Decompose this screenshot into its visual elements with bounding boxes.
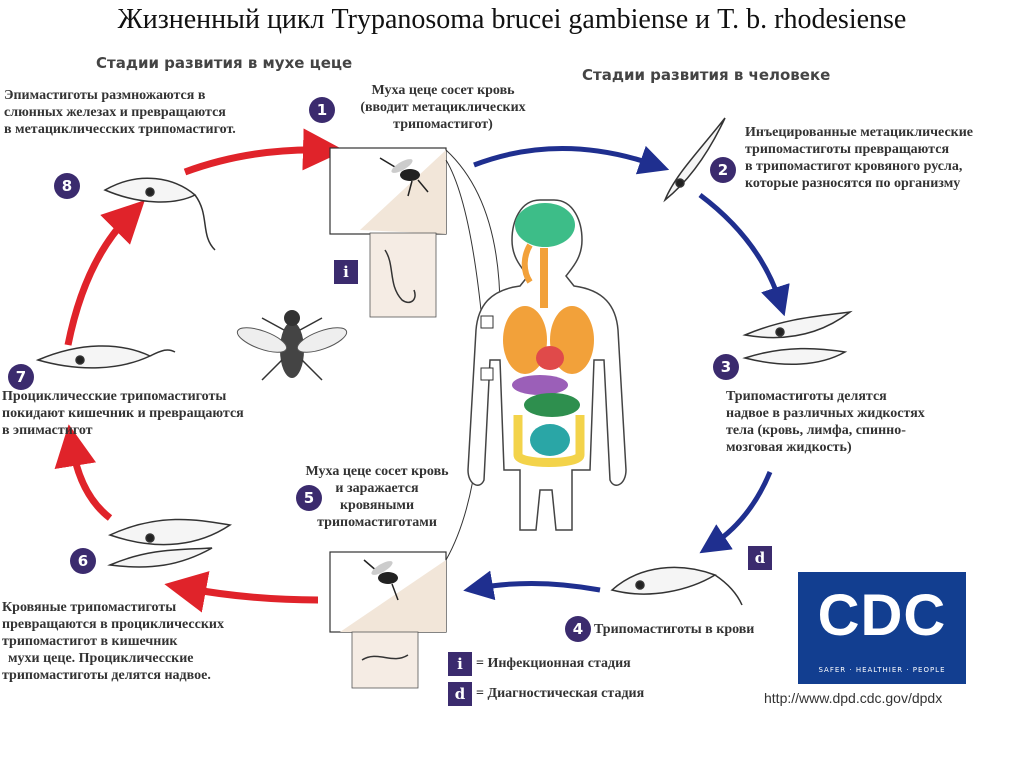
small-intestine: [530, 424, 570, 456]
source-url: http://www.dpd.cdc.gov/dpdx: [764, 690, 943, 706]
stage-1-badge: 1: [309, 97, 335, 123]
stage-4-badge: 4: [565, 616, 591, 642]
lung-left: [503, 306, 547, 374]
stage-6-badge: 6: [70, 548, 96, 574]
fly-feeding-panel-bottom: [329, 551, 447, 633]
diagram-title: Жизненный цикл Trypanosoma brucei gambie…: [117, 4, 907, 35]
arrow-7-to-8: [64, 200, 145, 346]
trypanosome-inset-bottom: [351, 631, 419, 689]
arrow-8-to-1: [183, 128, 345, 176]
arrow-6-to-7: [54, 424, 113, 521]
trypanosome-stage-4: [610, 566, 743, 606]
human-stages-header: Стадии развития в человеке: [582, 66, 831, 84]
esophagus: [540, 248, 548, 308]
brain: [515, 203, 575, 247]
legend-diagnostic-icon: d: [448, 682, 472, 706]
stage-8-badge: 8: [54, 173, 80, 199]
diagnostic-stage-marker: d: [748, 546, 772, 570]
trypanosome-stage-3: [742, 310, 853, 365]
human-body-figure: [467, 199, 627, 531]
fly-stages-header: Стадии развития в мухе цеце: [96, 54, 353, 72]
stage-5-badge: 5: [296, 485, 322, 511]
stage-1-text: Муха цеце сосет кровь(вводит метацикличе…: [360, 83, 526, 132]
arrow-4-to-5: [463, 570, 601, 601]
trypanosome-stage-8: [103, 177, 216, 251]
fly-feeding-panel-top: [329, 147, 447, 235]
trypanosome-stage-7: [35, 345, 176, 369]
legend-infective-icon: i: [448, 652, 472, 676]
arrow-1-to-2: [473, 145, 670, 175]
trypanosome-stage-6: [107, 518, 232, 568]
trypanosome-stage-2: [663, 117, 726, 203]
stage-2-badge: 2: [710, 157, 736, 183]
stomach: [524, 393, 580, 417]
legend-diagnostic-label: = Диагностическая стадия: [476, 686, 645, 701]
cdc-logo: [798, 572, 966, 684]
tsetse-fly-drawing: [236, 310, 348, 381]
arrow-5-to-6: [164, 571, 319, 613]
infective-stage-marker: i: [334, 260, 358, 284]
stage-3-badge: 3: [713, 354, 739, 380]
liver: [512, 375, 568, 395]
stage-4-text: Трипомастиготы в крови: [594, 622, 755, 637]
large-intestine: [513, 415, 585, 467]
heart: [536, 346, 564, 370]
legend-infective-label: = Инфекционная стадия: [476, 656, 631, 671]
trypanosome-inset-top: [369, 232, 437, 318]
cdc-tagline: SAFER · HEALTHIER · PEOPLE: [818, 666, 946, 674]
stage-7-badge: 7: [8, 364, 34, 390]
arrow-2-to-3: [698, 193, 790, 317]
arrow-3-to-4: [699, 471, 773, 554]
airway: [521, 243, 533, 284]
cdc-logo-text: CDC: [817, 583, 947, 648]
